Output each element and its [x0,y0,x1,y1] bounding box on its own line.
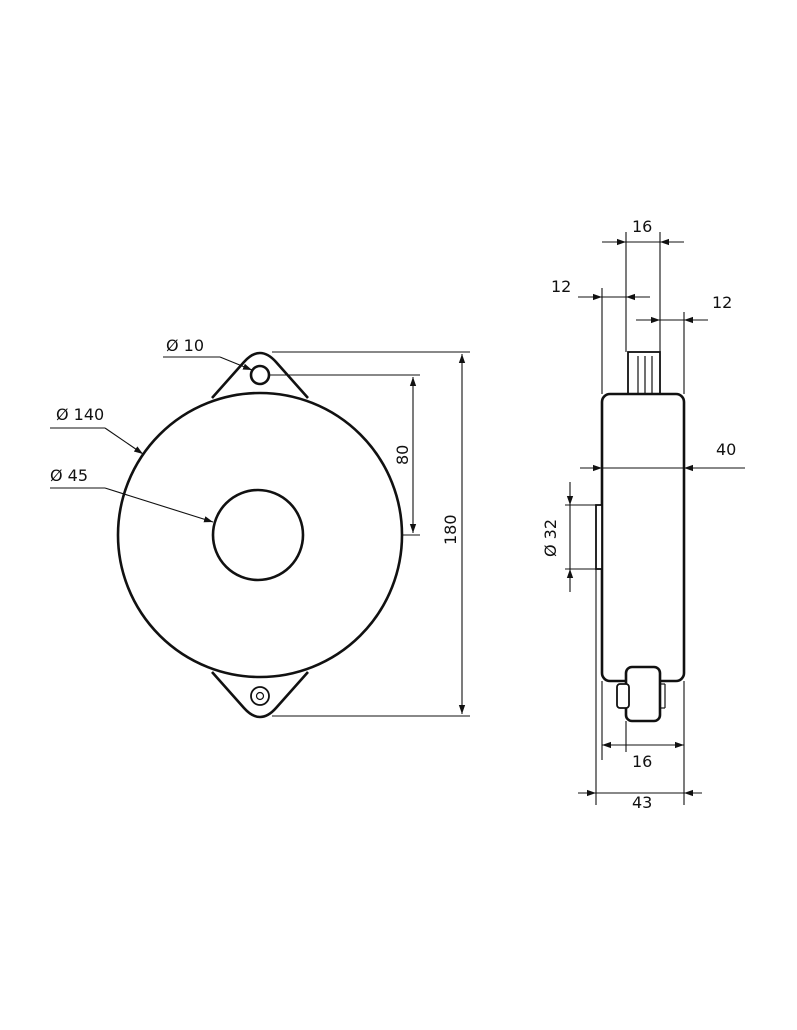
bottom-knob-cap [616,683,630,709]
bottom-knob [624,665,662,723]
leader-d140 [104,427,144,455]
top-knob [627,351,661,397]
dim-label-d32: Ø 32 [541,519,560,557]
dim-label-43: 43 [632,793,652,812]
dim-label-top-16: 16 [632,217,652,236]
label-d140: Ø 140 [56,405,104,424]
dim-label-bottom-16: 16 [632,752,652,771]
top-mounting-hole [249,364,271,386]
label-d45: Ø 45 [50,466,88,485]
center-hole [211,488,305,582]
dim-label-180: 180 [441,514,460,545]
dim-label-40: 40 [716,440,736,459]
side-view: 16 12 12 40 Ø 32 16 43 [541,217,745,812]
side-body [600,392,686,683]
bottom-mounting-hole [250,686,270,706]
leader-d10 [219,356,253,371]
label-d10: Ø 10 [166,336,204,355]
bottom-mounting-hole-inner [255,691,265,701]
dim-label-80: 80 [393,445,412,465]
dim-label-left-12: 12 [551,277,571,296]
leader-d45 [104,487,214,523]
dim-label-right-12: 12 [712,293,732,312]
side-flange [595,504,603,570]
front-view: 80 180 Ø 10 Ø 140 Ø 45 [50,336,470,719]
